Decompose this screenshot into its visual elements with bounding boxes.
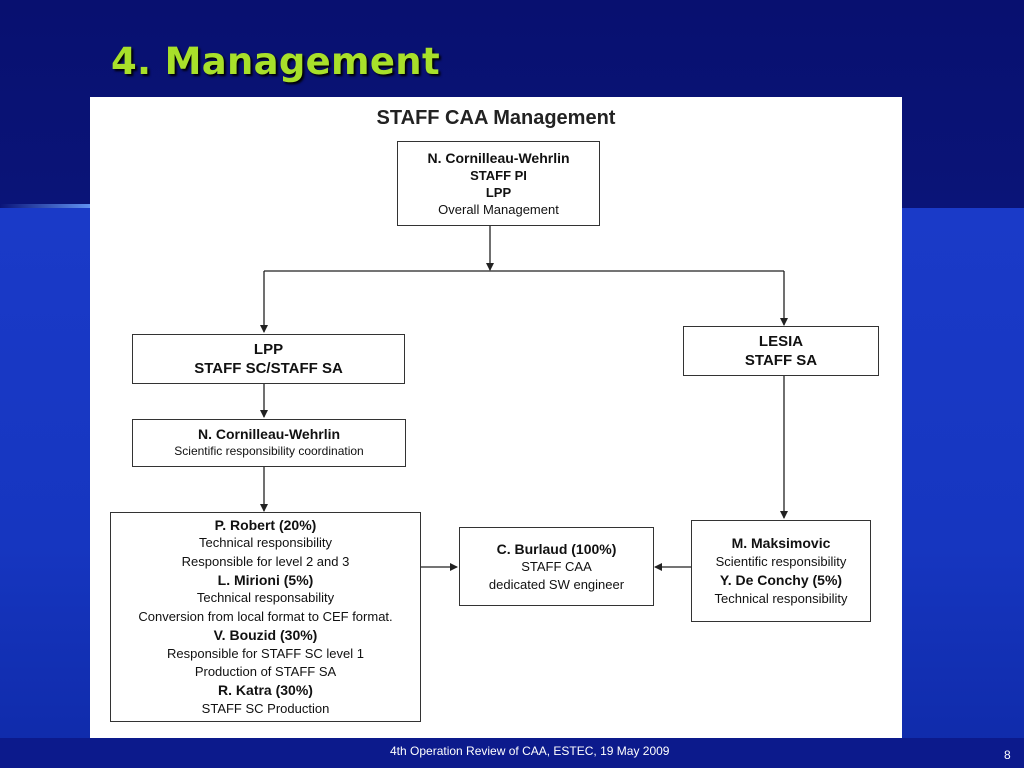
decorative-line	[0, 204, 100, 208]
slide-title: 4. Management	[111, 40, 440, 83]
lpp-label: LPP	[253, 341, 284, 358]
lesia-member-role: Technical responsibility	[714, 590, 848, 606]
lesia-instrument: STAFF SA	[744, 352, 818, 369]
coord-role: Scientific responsibility coordination	[174, 444, 364, 458]
pi-name: N. Cornilleau-Wehrlin	[427, 149, 570, 166]
box-lpp-team: P. Robert (20%) Technical responsibility…	[110, 512, 421, 722]
team-member-role: Technical responsability	[196, 590, 335, 606]
team-member-role: STAFF SC Production	[201, 700, 330, 716]
footer-text: 4th Operation Review of CAA, ESTEC, 19 M…	[390, 744, 670, 758]
pi-responsibility: Overall Management	[438, 201, 559, 217]
team-member-role: Production of STAFF SA	[194, 664, 337, 680]
box-coordination: N. Cornilleau-Wehrlin Scientific respons…	[132, 419, 406, 467]
team-member-role: Conversion from local format to CEF form…	[138, 608, 393, 624]
org-chart-panel: STAFF CAA Management N. Cornilleau-Wehrl…	[90, 97, 902, 738]
team-member-name: L. Mirioni (5%)	[217, 571, 314, 588]
pi-lab: LPP	[485, 184, 512, 200]
team-member-name: P. Robert (20%)	[214, 516, 317, 533]
page-number: 8	[1004, 748, 1011, 762]
box-lpp: LPP STAFF SC/STAFF SA	[132, 334, 405, 384]
box-lesia-team: M. Maksimovic Scientific responsibility …	[691, 520, 871, 622]
box-lesia: LESIA STAFF SA	[683, 326, 879, 376]
lesia-label: LESIA	[758, 333, 804, 350]
org-chart-title: STAFF CAA Management	[376, 107, 616, 129]
box-sw-engineer: C. Burlaud (100%) STAFF CAA dedicated SW…	[459, 527, 654, 606]
engineer-role: dedicated SW engineer	[488, 576, 625, 592]
coord-name: N. Cornilleau-Wehrlin	[197, 426, 341, 442]
lpp-instruments: STAFF SC/STAFF SA	[194, 360, 343, 377]
box-pi: N. Cornilleau-Wehrlin STAFF PI LPP Overa…	[397, 141, 600, 226]
footer-band	[0, 738, 1024, 768]
connector-lines	[260, 226, 788, 571]
team-member-role: Responsible for level 2 and 3	[181, 553, 350, 569]
pi-role: STAFF PI	[470, 167, 527, 183]
lesia-member-role: Scientific responsibility	[715, 553, 847, 569]
engineer-name: C. Burlaud (100%)	[496, 540, 617, 557]
engineer-project: STAFF CAA	[521, 558, 592, 574]
team-member-role: Technical responsibility	[199, 535, 332, 551]
team-member-role: Responsible for STAFF SC level 1	[167, 645, 364, 661]
lesia-member-name: M. Maksimovic	[731, 535, 831, 551]
lesia-member-name: Y. De Conchy (5%)	[719, 572, 843, 588]
team-member-name: R. Katra (30%)	[218, 682, 313, 699]
team-member-name: V. Bouzid (30%)	[213, 627, 318, 644]
